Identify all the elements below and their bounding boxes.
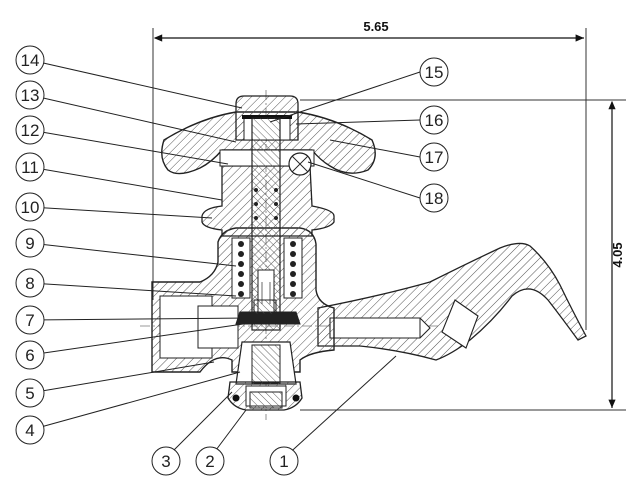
callout-18-label: 18 (425, 189, 444, 208)
callout-11-label: 11 (21, 158, 39, 177)
callout-17: 17 (419, 142, 449, 172)
valve-stem (251, 117, 281, 331)
valve-seat (235, 299, 301, 325)
callout-12: 12 (15, 115, 45, 145)
callout-3: 3 (151, 446, 181, 476)
callout-2-label: 2 (205, 452, 214, 471)
callout-3-label: 3 (161, 452, 170, 471)
callout-6-label: 6 (25, 346, 34, 365)
lever-handle (317, 242, 587, 361)
callout-9: 9 (15, 228, 45, 258)
callout-13: 13 (15, 80, 45, 110)
callout-8-label: 8 (25, 274, 34, 293)
callout-13-label: 13 (21, 86, 40, 105)
callout-4-label: 4 (25, 421, 34, 440)
width-dimension: 5.65 (152, 19, 587, 330)
callout-7: 7 (15, 305, 45, 335)
callout-1: 1 (269, 446, 299, 476)
callout-18: 18 (419, 183, 449, 213)
callout-14-label: 14 (21, 51, 40, 70)
leader-lines (29, 59, 421, 459)
height-dimension: 4.05 (300, 99, 626, 411)
callout-2: 2 (195, 446, 225, 476)
callout-10: 10 (15, 192, 45, 222)
callout-15-label: 15 (425, 63, 444, 82)
callout-5-label: 5 (25, 384, 34, 403)
callout-14: 14 (15, 45, 45, 75)
height-dimension-label: 4.05 (610, 242, 625, 267)
callout-5: 5 (15, 378, 45, 408)
callout-16: 16 (419, 105, 449, 135)
callout-12-label: 12 (21, 121, 40, 140)
spring (231, 188, 303, 299)
callout-15: 15 (419, 57, 449, 87)
callout-9-label: 9 (25, 234, 34, 253)
callout-1-label: 1 (279, 452, 288, 471)
callout-11: 11 (15, 152, 45, 182)
callout-4: 4 (15, 415, 45, 445)
callout-8: 8 (15, 268, 45, 298)
width-dimension-label: 5.65 (363, 19, 388, 34)
callout-10-label: 10 (21, 198, 40, 217)
callout-6: 6 (15, 340, 45, 370)
callout-16-label: 16 (425, 111, 444, 130)
callout-17-label: 17 (425, 148, 444, 167)
callout-7-label: 7 (25, 311, 34, 330)
